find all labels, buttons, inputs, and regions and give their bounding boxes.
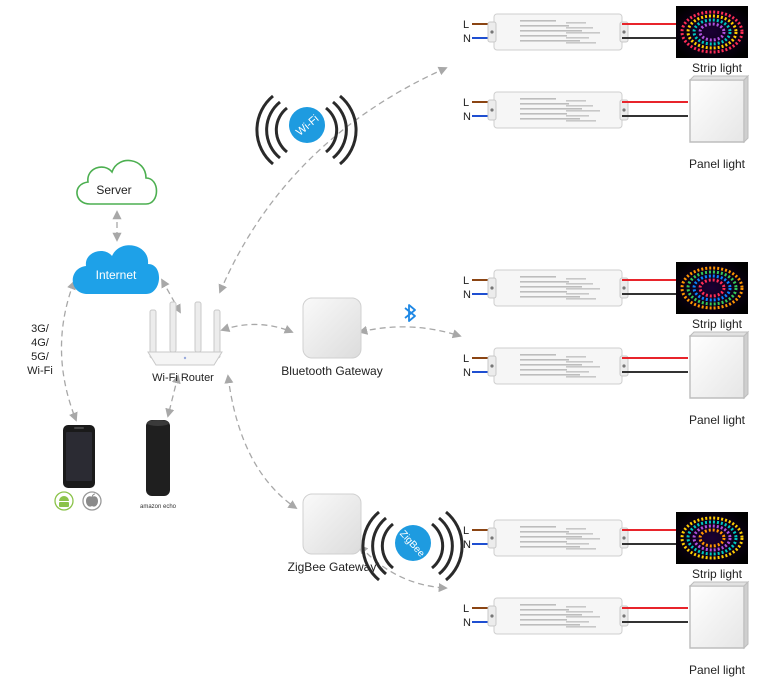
bluetooth-icon	[404, 304, 416, 322]
link-router-zigbee-gateway	[224, 374, 298, 510]
strip-light-label: Strip light	[692, 317, 743, 331]
panel-light-label: Panel light	[689, 157, 746, 171]
link-router-wifi-group	[218, 66, 448, 294]
live-label: L	[463, 19, 469, 31]
strip-light-label: Strip light	[692, 61, 743, 75]
link-router-echo	[165, 374, 181, 418]
led-driver	[487, 13, 629, 51]
panel-light-row: LN Panel light	[463, 74, 750, 171]
wifi-protocol-badge: Wi-Fi	[255, 94, 358, 166]
strip-light-row: LN Strip light	[463, 262, 748, 331]
mobile-link-4g: 4G/	[31, 337, 50, 349]
live-label: L	[463, 353, 469, 365]
panel-light-image: Panel light	[688, 74, 750, 171]
neutral-label: N	[463, 111, 471, 123]
strip-light-image: Strip light	[676, 512, 748, 581]
zigbee-gateway-label: ZigBee Gateway	[288, 560, 377, 574]
link-bt-gateway-group	[358, 325, 462, 339]
amazon-echo: amazon echo	[140, 420, 177, 510]
link-zigbee-gateway-group	[358, 544, 448, 593]
strip-light-image: Strip light	[676, 6, 748, 75]
live-label: L	[463, 603, 469, 615]
panel-light-label: Panel light	[689, 663, 746, 677]
live-label: L	[463, 275, 469, 287]
link-internet-phone	[60, 280, 78, 422]
panel-light-row: LN Panel light	[463, 330, 750, 427]
panel-light-row: LN Panel light	[463, 580, 750, 677]
smartphone	[63, 425, 95, 488]
server-cloud: Server	[76, 159, 158, 205]
connection-lines	[60, 66, 462, 593]
link-router-bt-gateway	[220, 323, 294, 334]
zigbee-protocol-badge: ZigBee	[361, 510, 464, 582]
led-driver	[487, 519, 629, 557]
internet-label: Internet	[96, 268, 137, 282]
led-driver	[487, 269, 629, 307]
strip-light-image: Strip light	[676, 262, 748, 331]
apple-icon	[82, 491, 102, 511]
mobile-link-label: 3G/ 4G/ 5G/ Wi-Fi	[27, 323, 53, 377]
mobile-link-5g: 5G/	[31, 351, 50, 363]
led-driver	[487, 597, 629, 635]
panel-light-image: Panel light	[688, 580, 750, 677]
strip-light-row: LN Strip light	[463, 6, 748, 75]
bluetooth-gateway: Bluetooth Gateway	[281, 297, 383, 378]
neutral-label: N	[463, 617, 471, 629]
neutral-label: N	[463, 33, 471, 45]
panel-light-image: Panel light	[688, 330, 750, 427]
led-driver	[487, 347, 629, 385]
neutral-label: N	[463, 539, 471, 551]
led-driver	[487, 91, 629, 129]
wifi-router-label: Wi-Fi Router	[152, 372, 214, 384]
link-internet-router	[161, 278, 181, 314]
wifi-router: Wi-Fi Router	[147, 301, 223, 384]
live-label: L	[463, 525, 469, 537]
live-label: L	[463, 97, 469, 109]
bluetooth-gateway-label: Bluetooth Gateway	[281, 364, 382, 378]
neutral-label: N	[463, 289, 471, 301]
internet-cloud: Internet	[72, 245, 160, 294]
neutral-label: N	[463, 367, 471, 379]
android-icon	[54, 491, 74, 511]
strip-light-row: LN Strip light	[463, 512, 748, 581]
mobile-link-wifi: Wi-Fi	[27, 365, 53, 377]
server-label: Server	[96, 183, 131, 197]
mobile-link-3g: 3G/	[31, 323, 50, 335]
zigbee-gateway: ZigBee Gateway	[288, 493, 377, 574]
strip-light-label: Strip light	[692, 567, 743, 581]
panel-light-label: Panel light	[689, 413, 746, 427]
amazon-echo-brand: amazon echo	[140, 504, 177, 510]
